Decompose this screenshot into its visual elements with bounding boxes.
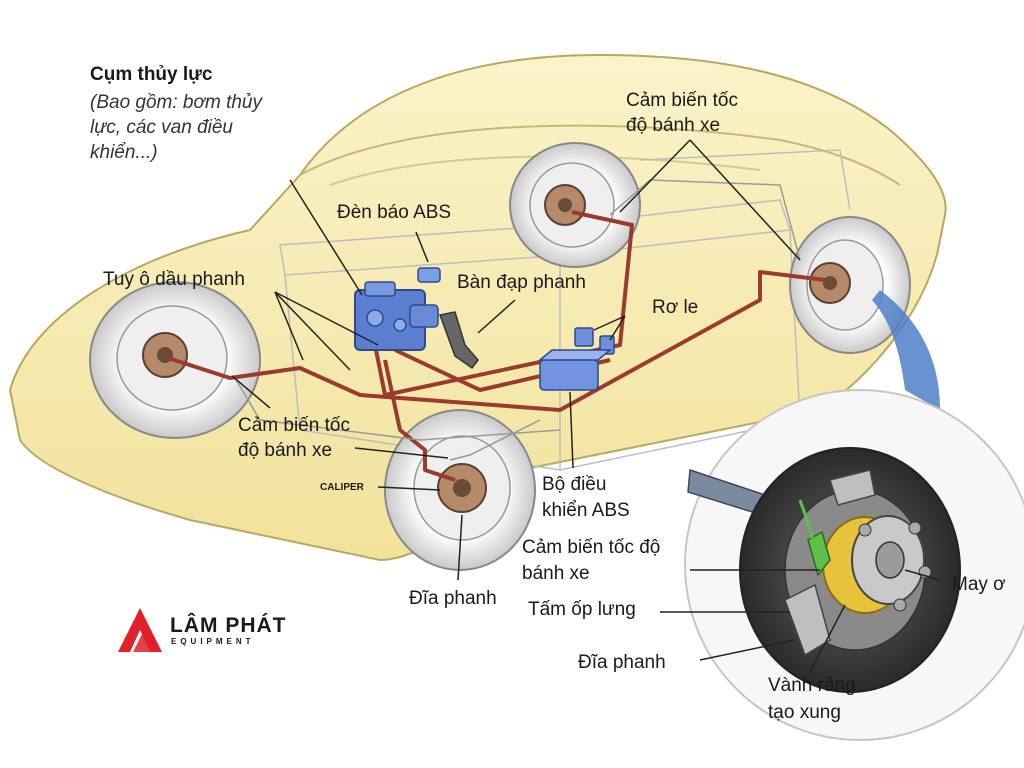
label-wheel-speed-sensor-top-1: Cảm biến tốc: [626, 90, 738, 111]
label-tone-ring-2: tạo xung: [768, 702, 841, 723]
detail-circle: [660, 389, 1024, 741]
label-relay: Rơ le: [652, 297, 699, 318]
label-brake-disc-detail: Đĩa phanh: [578, 652, 666, 673]
car-roof-line: [299, 124, 901, 186]
label-wheel-hub: May ơ: [952, 574, 1006, 595]
label-wheel-speed-sensor-left-1: Cảm biến tốc: [238, 415, 350, 436]
label-abs-controller-1: Bộ điều: [542, 474, 607, 495]
wheel-rear-right: [789, 216, 911, 354]
label-hydraulic-note-2: lực, các van điều: [90, 117, 234, 138]
car-window-line: [329, 155, 761, 186]
label-wheel-speed-sensor-top-2: độ bánh xe: [626, 115, 721, 136]
label-brake-line: Tuy ô dầu phanh: [103, 269, 245, 290]
brand-logo-mark: [118, 608, 162, 652]
label-brake-pedal: Bàn đạp phanh: [457, 272, 586, 293]
abs-warning-light: [417, 267, 441, 283]
wheel-rear-left: [509, 142, 641, 268]
label-wheel-speed-sensor-detail-2: bánh xe: [522, 563, 590, 584]
leader-lines: [231, 139, 801, 581]
label-hydraulic-note-3: khiển...): [90, 142, 158, 163]
brake-lines: [167, 210, 826, 482]
label-abs-controller-2: khiển ABS: [542, 500, 630, 521]
label-tone-ring-1: Vành răng: [768, 675, 856, 696]
hydraulic-unit: [354, 281, 439, 351]
label-caliper: CALIPER: [320, 482, 364, 493]
label-backing-plate: Tấm ốp lưng: [528, 599, 636, 620]
abs-controller: [537, 349, 613, 391]
label-hydraulic-note-1: (Bao gồm: bơm thủy: [90, 92, 263, 113]
brand-name: LÂM PHÁT: [170, 614, 287, 637]
brake-pedal: [438, 311, 479, 370]
label-brake-disc-front: Đĩa phanh: [409, 588, 497, 609]
sensor-wires: [234, 179, 801, 461]
label-wheel-speed-sensor-left-2: độ bánh xe: [238, 440, 333, 461]
brand-subtitle: EQUIPMENT: [171, 637, 255, 646]
label-wheel-speed-sensor-detail-1: Cảm biến tốc độ: [522, 537, 661, 558]
label-abs-warning-light: Đèn báo ABS: [337, 202, 452, 223]
label-hydraulic-unit: Cụm thủy lực: [90, 64, 213, 85]
detail-beam: [872, 290, 940, 410]
